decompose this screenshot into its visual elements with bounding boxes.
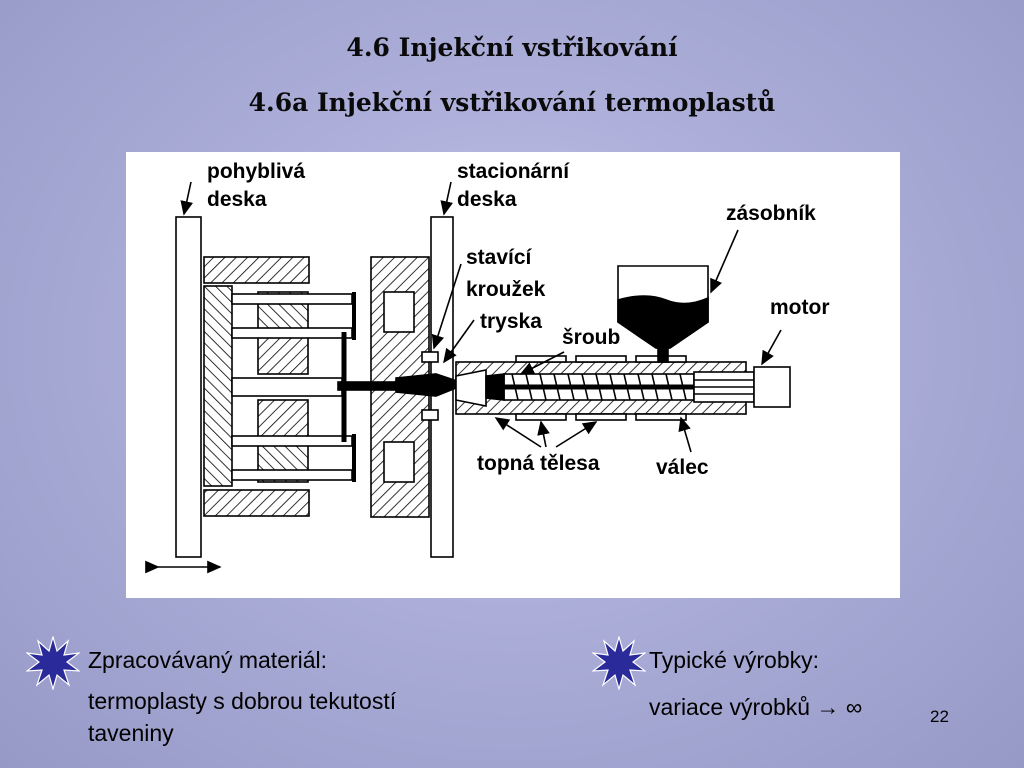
motor-block <box>753 366 791 408</box>
slide-subtitle: 4.6a Injekční vstřikování termoplastů <box>248 88 776 117</box>
label-nozzle: tryska <box>480 310 542 333</box>
label-stationary-plate-2: deska <box>457 188 517 211</box>
moving-plate <box>175 216 202 558</box>
injection-molding-diagram: pohyblivá deska stacionární deska zásobn… <box>126 152 900 598</box>
label-moving-plate-1: pohyblivá <box>207 160 306 183</box>
moving-mold-top <box>203 256 310 284</box>
starburst-icon <box>26 636 80 690</box>
label-screw: šroub <box>562 326 621 349</box>
label-locating-ring-2: kroužek <box>466 278 546 301</box>
sprue <box>395 373 469 397</box>
label-hopper: zásobník <box>726 202 816 225</box>
starburst-icon <box>592 636 646 690</box>
label-stationary-plate-1: stacionární <box>457 160 570 183</box>
right-bullet-heading: Typické výrobky: <box>649 647 819 673</box>
label-barrel: válec <box>656 456 709 479</box>
label-moving-plate-2: deska <box>207 188 267 211</box>
moving-mold-bottom <box>203 489 310 517</box>
slide-title: 4.6 Injekční vstřikování <box>346 33 678 62</box>
right-bullet-text: variace výrobků → ∞ <box>649 694 863 720</box>
left-bullet-text-2: taveniny <box>88 720 174 746</box>
page-number: 22 <box>930 707 949 726</box>
machine-drawing <box>145 181 791 574</box>
left-bullet-text-1: termoplasty s dobrou tekutostí <box>88 688 397 714</box>
label-motor: motor <box>770 296 830 319</box>
label-heaters: topná tělesa <box>477 452 600 475</box>
nozzle <box>455 369 487 407</box>
left-bullet-heading: Zpracovávaný materiál: <box>88 647 328 673</box>
label-locating-ring-1: stavící <box>466 246 532 269</box>
